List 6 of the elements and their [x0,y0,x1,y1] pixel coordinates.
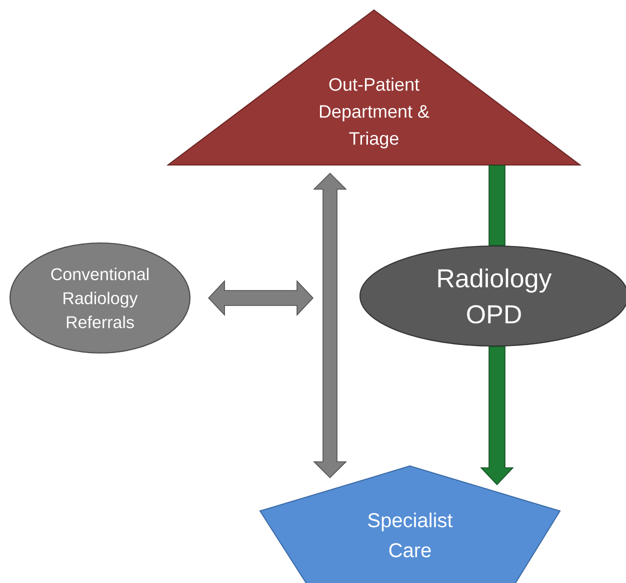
block-arrow [480,346,514,486]
ellipse-box: Conventional Radiology Referrals [9,242,191,354]
pentagon-box: Specialist Care [259,465,561,583]
block-arrow [313,172,347,478]
connector-bar [488,164,506,246]
ellipse-box: Radiology OPD [359,245,626,347]
